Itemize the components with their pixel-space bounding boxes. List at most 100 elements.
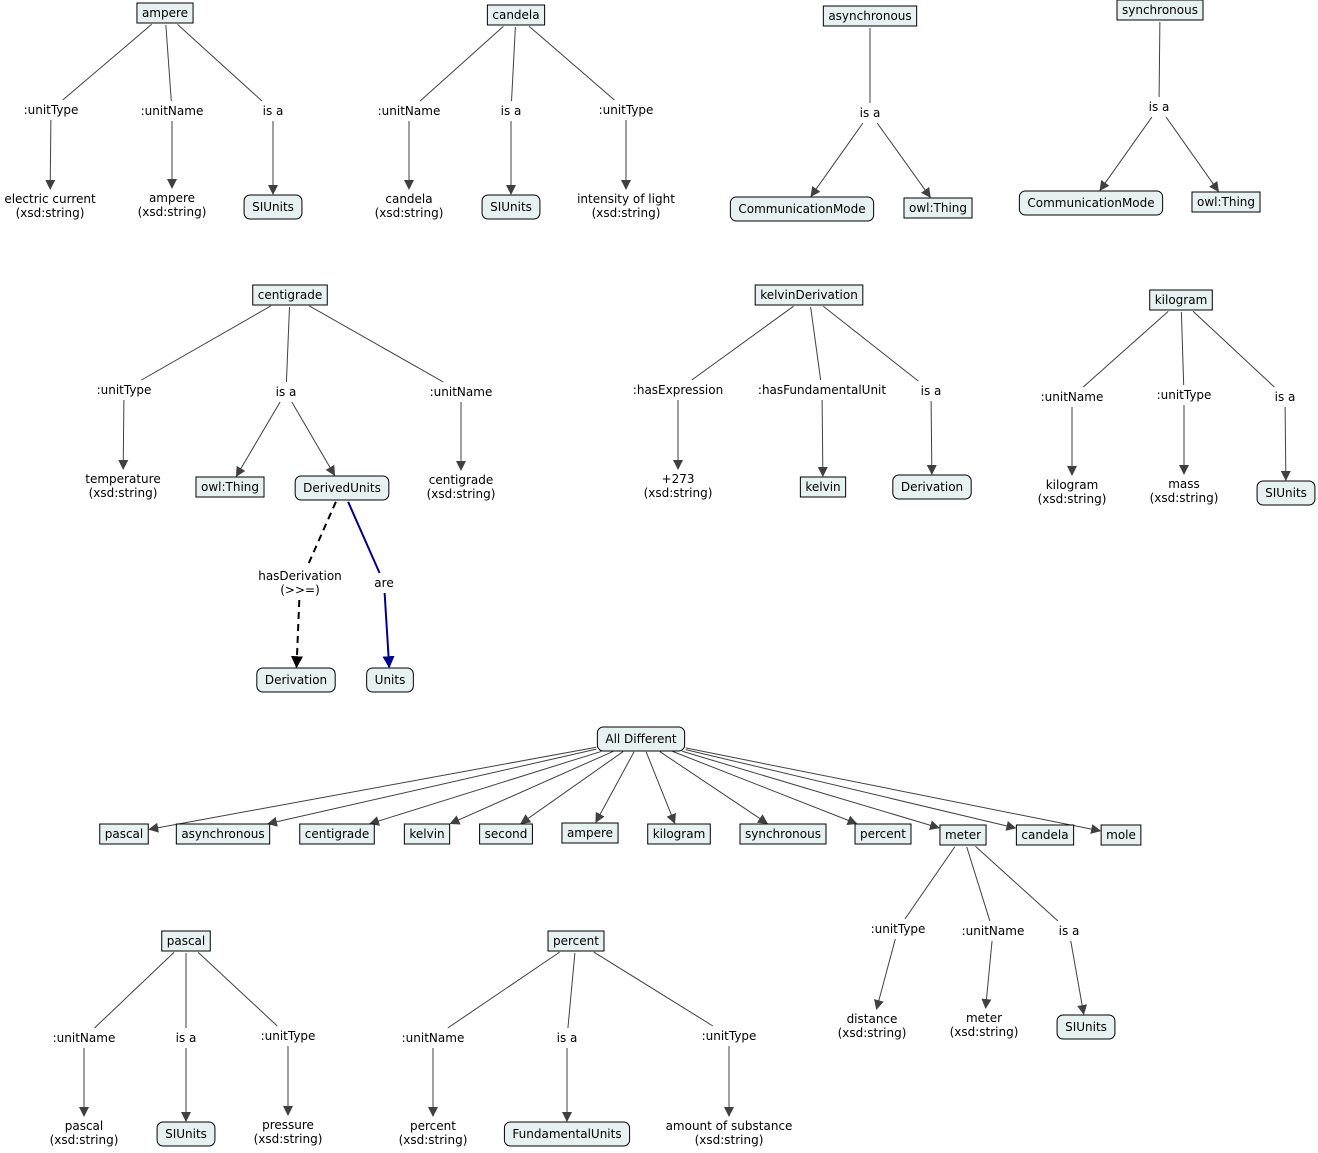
instance-node-second[interactable]: second [479, 823, 533, 845]
link-arrow [290, 599, 303, 669]
link-label: :unitName [141, 104, 204, 118]
link-line [165, 24, 172, 102]
instance-node-kelvin[interactable]: kelvin [403, 823, 451, 845]
node-text: percent [860, 827, 906, 841]
instance-node-box [252, 284, 328, 306]
instance-node-percent[interactable]: percent [547, 930, 605, 952]
link-label: is a [921, 384, 942, 398]
class-node-siunits[interactable]: SIUnits [1056, 1014, 1116, 1040]
class-node-derivedunits[interactable]: DerivedUnits [294, 475, 390, 501]
literal-node-centigrade[interactable]: centigrade(xsd:string) [427, 473, 496, 501]
class-node-box [156, 1121, 216, 1147]
instance-node-pascal[interactable]: pascal [161, 930, 211, 952]
literal-node-percent[interactable]: percent(xsd:string) [399, 1119, 468, 1147]
class-node-box [256, 667, 336, 693]
link-label: is a [1275, 390, 1296, 404]
instance-node-asynchronous[interactable]: asynchronous [822, 5, 918, 27]
instance-node-asynchronous[interactable]: asynchronous [175, 823, 271, 845]
instance-node-ampere[interactable]: ampere [136, 2, 194, 24]
literal-node-ampere[interactable]: ampere(xsd:string) [138, 191, 207, 219]
edges-layer: :unitType :unitName is a :unitName is a :unit… [24, 21, 1296, 1122]
link-arrow [926, 400, 937, 476]
instance-node-percent[interactable]: percent [854, 823, 912, 845]
link-arrow [682, 750, 940, 831]
node-text: (xsd:string) [50, 1133, 119, 1147]
node-text: meter [945, 828, 981, 842]
class-node-derivation[interactable]: Derivation [892, 474, 972, 500]
class-node-siunits[interactable]: SIUnits [481, 194, 541, 220]
class-node-box [481, 194, 541, 220]
literal-node-pressure[interactable]: pressure(xsd:string) [254, 1118, 323, 1146]
class-node-all-different[interactable]: All Different [596, 726, 686, 752]
class-node-communicationmode[interactable]: CommunicationMode [1018, 190, 1164, 216]
instance-node-kilogram[interactable]: kilogram [1149, 289, 1213, 311]
class-node-communicationmode[interactable]: CommunicationMode [729, 196, 875, 222]
link-label: :unitType [24, 103, 79, 117]
link-line [141, 305, 272, 381]
instance-node-synchronous[interactable]: synchronous [739, 823, 827, 845]
instance-node-pascal[interactable]: pascal [99, 823, 149, 845]
literal-node-pascal[interactable]: pascal(xsd:string) [50, 1119, 119, 1147]
class-node-siunits[interactable]: SIUnits [243, 194, 303, 220]
node-text: centigrade [429, 473, 494, 487]
instance-node-ampere[interactable]: ampere [561, 822, 619, 844]
literal-node-temperature[interactable]: temperature(xsd:string) [85, 472, 160, 500]
link-line [528, 25, 615, 101]
node-text: (xsd:string) [254, 1132, 323, 1146]
link-label: hasDerivation [258, 569, 342, 583]
link-label: is a [557, 1031, 578, 1045]
link-line [567, 952, 576, 1029]
link-label: :unitName [53, 1031, 116, 1045]
instance-node-centigrade[interactable]: centigrade [299, 823, 375, 845]
link-arrow [595, 751, 635, 823]
literal-node-273[interactable]: +273(xsd:string) [644, 472, 713, 500]
link-label: :unitType [599, 103, 654, 117]
instance-node-box [403, 823, 451, 845]
link-arrow [1099, 116, 1153, 191]
literal-node-electric-current[interactable]: electric current(xsd:string) [4, 192, 96, 220]
instance-node-kelvin[interactable]: kelvin [799, 476, 847, 498]
node-text: (xsd:string) [838, 1026, 907, 1040]
instance-node-centigrade[interactable]: centigrade [252, 284, 328, 306]
literal-node-candela[interactable]: candela(xsd:string) [375, 192, 444, 220]
literal-node-meter[interactable]: meter(xsd:string) [950, 1011, 1019, 1039]
class-node-units[interactable]: Units [366, 667, 414, 693]
instance-node-synchronous[interactable]: synchronous [1116, 0, 1204, 21]
instance-node-box [1149, 289, 1213, 311]
link-arrow [382, 592, 395, 669]
class-node-fundamentalunits[interactable]: FundamentalUnits [503, 1121, 631, 1147]
class-node-derivation[interactable]: Derivation [256, 667, 336, 693]
node-text: centigrade [258, 288, 323, 302]
literal-node-mass[interactable]: mass(xsd:string) [1150, 477, 1219, 505]
instance-node-box [1116, 0, 1204, 21]
node-text: intensity of light [577, 192, 675, 206]
instance-node-kilogram[interactable]: kilogram [647, 823, 711, 845]
literal-node-kilogram[interactable]: kilogram(xsd:string) [1038, 478, 1107, 506]
instance-node-kelvinderivation[interactable]: kelvinDerivation [754, 284, 864, 306]
instance-node-owl-thing[interactable]: owl:Thing [195, 476, 265, 498]
instance-node-candela[interactable]: candela [1015, 824, 1075, 846]
link-arrow [645, 751, 676, 825]
instance-node-candela[interactable]: candela [486, 4, 546, 26]
link-label: is a [501, 104, 522, 118]
class-node-box [729, 196, 875, 222]
instance-node-box [99, 823, 149, 845]
literal-node-distance[interactable]: distance(xsd:string) [838, 1012, 907, 1040]
literal-node-intensity-of-light[interactable]: intensity of light(xsd:string) [577, 192, 675, 220]
node-text: (xsd:string) [1038, 492, 1107, 506]
class-node-siunits[interactable]: SIUnits [1256, 480, 1316, 506]
node-text: DerivedUnits [303, 481, 381, 495]
node-text: meter [966, 1011, 1002, 1025]
link-line [447, 951, 560, 1029]
literal-node-amount-of-substance[interactable]: amount of substance(xsd:string) [666, 1119, 793, 1147]
class-node-siunits[interactable]: SIUnits [156, 1121, 216, 1147]
class-node-box [1256, 480, 1316, 506]
instance-node-owl-thing[interactable]: owl:Thing [1191, 191, 1261, 213]
instance-node-mole[interactable]: mole [1100, 824, 1142, 846]
link-line [511, 26, 516, 102]
instance-node-owl-thing[interactable]: owl:Thing [903, 197, 973, 219]
instance-node-meter[interactable]: meter [939, 824, 987, 846]
link-arrow [810, 122, 864, 197]
instance-node-box [822, 5, 918, 27]
node-text: ampere [149, 191, 195, 205]
